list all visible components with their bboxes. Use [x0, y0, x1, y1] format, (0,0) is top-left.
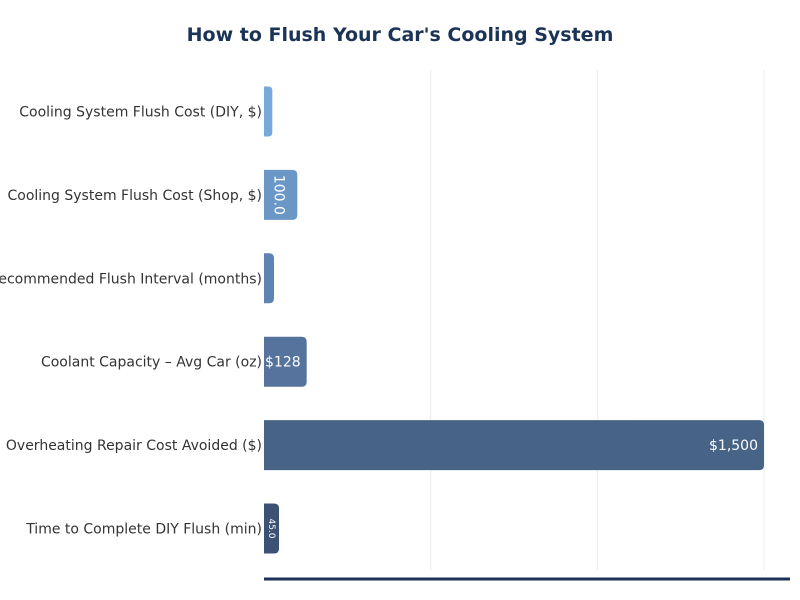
grid-layer — [430, 70, 765, 570]
chart-title: How to Flush Your Car's Cooling System — [186, 24, 614, 46]
category-label-4: Overheating Repair Cost Avoided ($) — [6, 438, 262, 454]
category-label-2: Recommended Flush Interval (months) — [0, 271, 262, 287]
bar-0 — [264, 86, 273, 137]
bar-3 — [264, 336, 307, 387]
label-layer: Cooling System Flush Cost (DIY, $) Coolin… — [0, 105, 758, 539]
bar-2 — [264, 253, 274, 304]
category-label-1: Cooling System Flush Cost (Shop, $) — [7, 188, 262, 204]
category-label-0: Cooling System Flush Cost (DIY, $) — [19, 105, 262, 121]
bar-layer — [264, 86, 764, 554]
category-label-5: Time to Complete DIY Flush (min) — [25, 522, 262, 538]
data-label-4: $1,500 — [709, 438, 758, 454]
data-label-5: 45.0 — [266, 518, 276, 538]
data-label-3: $128 — [265, 355, 301, 371]
bar-1 — [264, 169, 298, 220]
data-label-1: 100.0 — [271, 175, 287, 215]
category-label-3: Coolant Capacity – Avg Car (oz) — [41, 355, 262, 371]
bar-4 — [264, 420, 764, 471]
bar-5 — [264, 503, 279, 554]
